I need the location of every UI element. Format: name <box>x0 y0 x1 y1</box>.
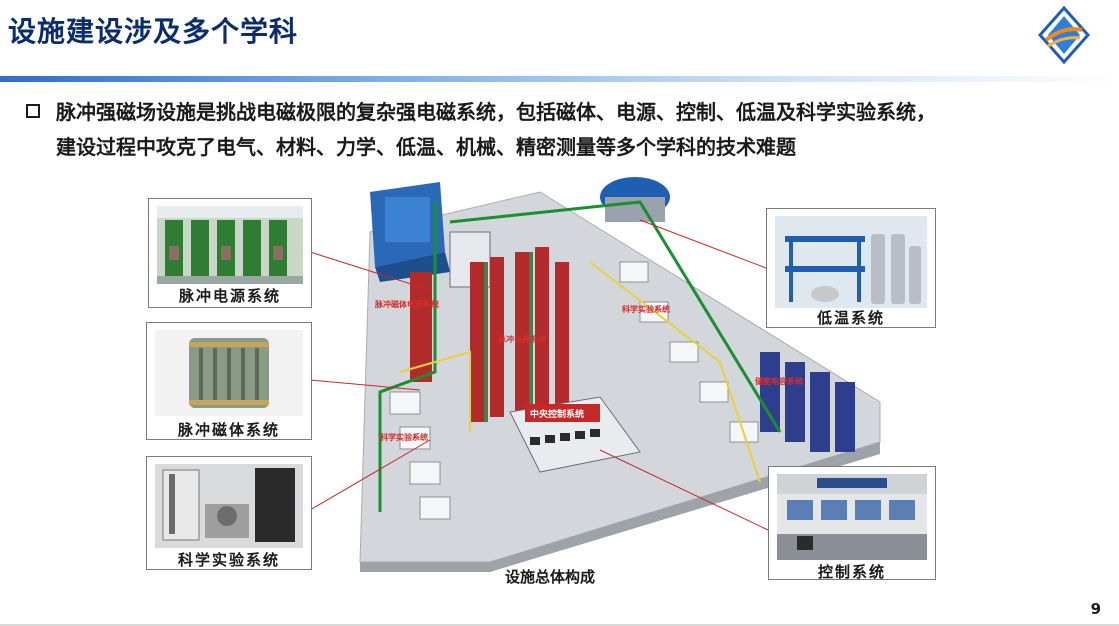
label-power-row: 脉冲磁体电源系统 <box>374 299 439 309</box>
label-control: 中央控制系统 <box>530 408 584 420</box>
callout-power-label: 脉冲电源系统 <box>178 287 281 305</box>
page-number: 9 <box>1090 600 1101 618</box>
callout-magnet-system: 脉冲磁体系统 <box>146 322 312 440</box>
bullet-marker <box>26 104 40 118</box>
callout-experiment-system: 科学实验系统 <box>146 456 312 570</box>
page-title: 设施建设涉及多个学科 <box>8 15 299 48</box>
control-system-photo <box>777 474 927 560</box>
experiment-system-photo <box>155 464 303 548</box>
callout-power-system: 脉冲电源系统 <box>148 198 312 308</box>
title-divider <box>0 76 1119 82</box>
label-experiment-left: 科学实验系统 <box>380 432 428 442</box>
bullet-text-line-1: 脉冲强磁场设施是挑战电磁极限的复杂强电磁系统，包括磁体、电源、控制、低温及科学实… <box>56 100 936 124</box>
power-system-photo <box>157 206 303 284</box>
label-capacitor: 储能电容系统 <box>754 376 803 386</box>
cryo-system-photo <box>775 216 927 308</box>
facility-caption: 设施总体构成 <box>504 568 595 586</box>
label-experiment-right: 科学实验系统 <box>622 304 670 314</box>
label-power-center: 脉冲电源系统 <box>497 334 546 344</box>
callout-control-system: 控制系统 <box>768 466 936 581</box>
bullet-text-line-2: 建设过程中攻克了电气、材料、力学、低温、机械、精密测量等多个学科的技术难题 <box>56 135 796 159</box>
callout-control-label: 控制系统 <box>817 563 886 581</box>
footer-divider <box>0 624 1119 626</box>
institute-logo-icon <box>1038 6 1090 64</box>
magnet-system-photo <box>155 330 303 416</box>
callout-experiment-label: 科学实验系统 <box>177 551 280 569</box>
callout-cryo-label: 低温系统 <box>816 309 885 327</box>
callout-cryo-system: 低温系统 <box>766 208 936 328</box>
callout-magnet-label: 脉冲磁体系统 <box>177 421 280 439</box>
